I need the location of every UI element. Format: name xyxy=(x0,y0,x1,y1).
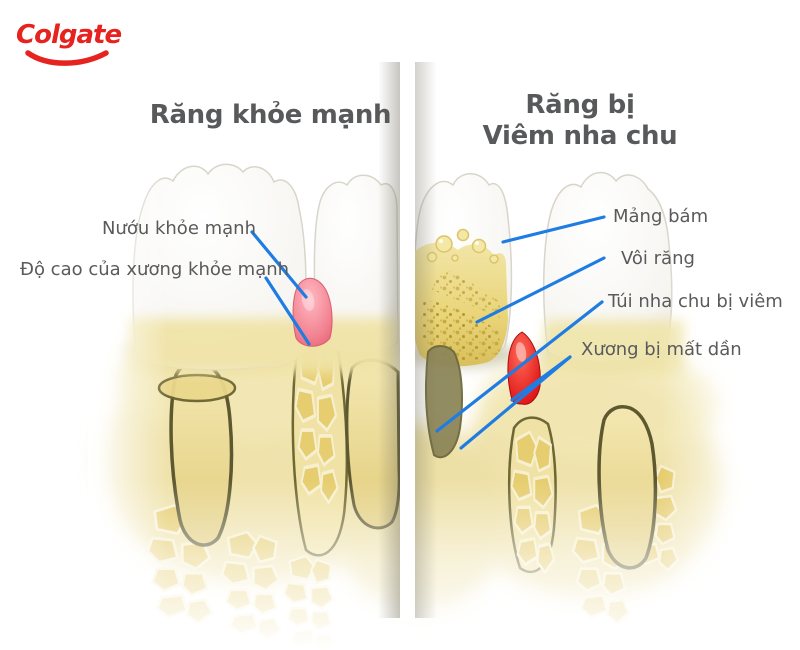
panel-divider xyxy=(378,56,437,622)
leader-tartar xyxy=(475,256,606,324)
label-healthy-bone-height: Độ cao của xương khỏe mạnh xyxy=(20,259,290,280)
edge-fades xyxy=(0,140,800,650)
leader-periodontal-pocket xyxy=(435,300,604,433)
colgate-smile-icon xyxy=(25,50,109,66)
leader-healthy-bone-height xyxy=(264,276,311,346)
label-bone-loss: Xương bị mất dần xyxy=(581,339,742,360)
label-periodontal-pocket: Túi nha chu bị viêm xyxy=(608,291,783,312)
leader-lines xyxy=(250,215,606,450)
leader-bone-loss-fork xyxy=(459,355,572,450)
colgate-logo: Colgate xyxy=(16,22,126,70)
label-plaque: Mảng bám xyxy=(613,206,709,227)
leader-healthy-gum xyxy=(250,230,308,299)
leader-plaque xyxy=(501,215,606,244)
label-tartar: Vôi răng xyxy=(621,248,695,269)
right-panel-title-line1: Răng bị xyxy=(525,90,635,120)
healthy-root-top xyxy=(157,373,237,403)
label-healthy-gum: Nướu khỏe mạnh xyxy=(101,218,256,239)
right-panel-title-line2: Viêm nha chu xyxy=(482,121,678,151)
colgate-wordmark: Colgate xyxy=(16,20,122,50)
right-panel-title: Răng bị Viêm nha chu xyxy=(440,90,720,152)
left-panel-title: Răng khỏe mạnh xyxy=(149,100,392,130)
